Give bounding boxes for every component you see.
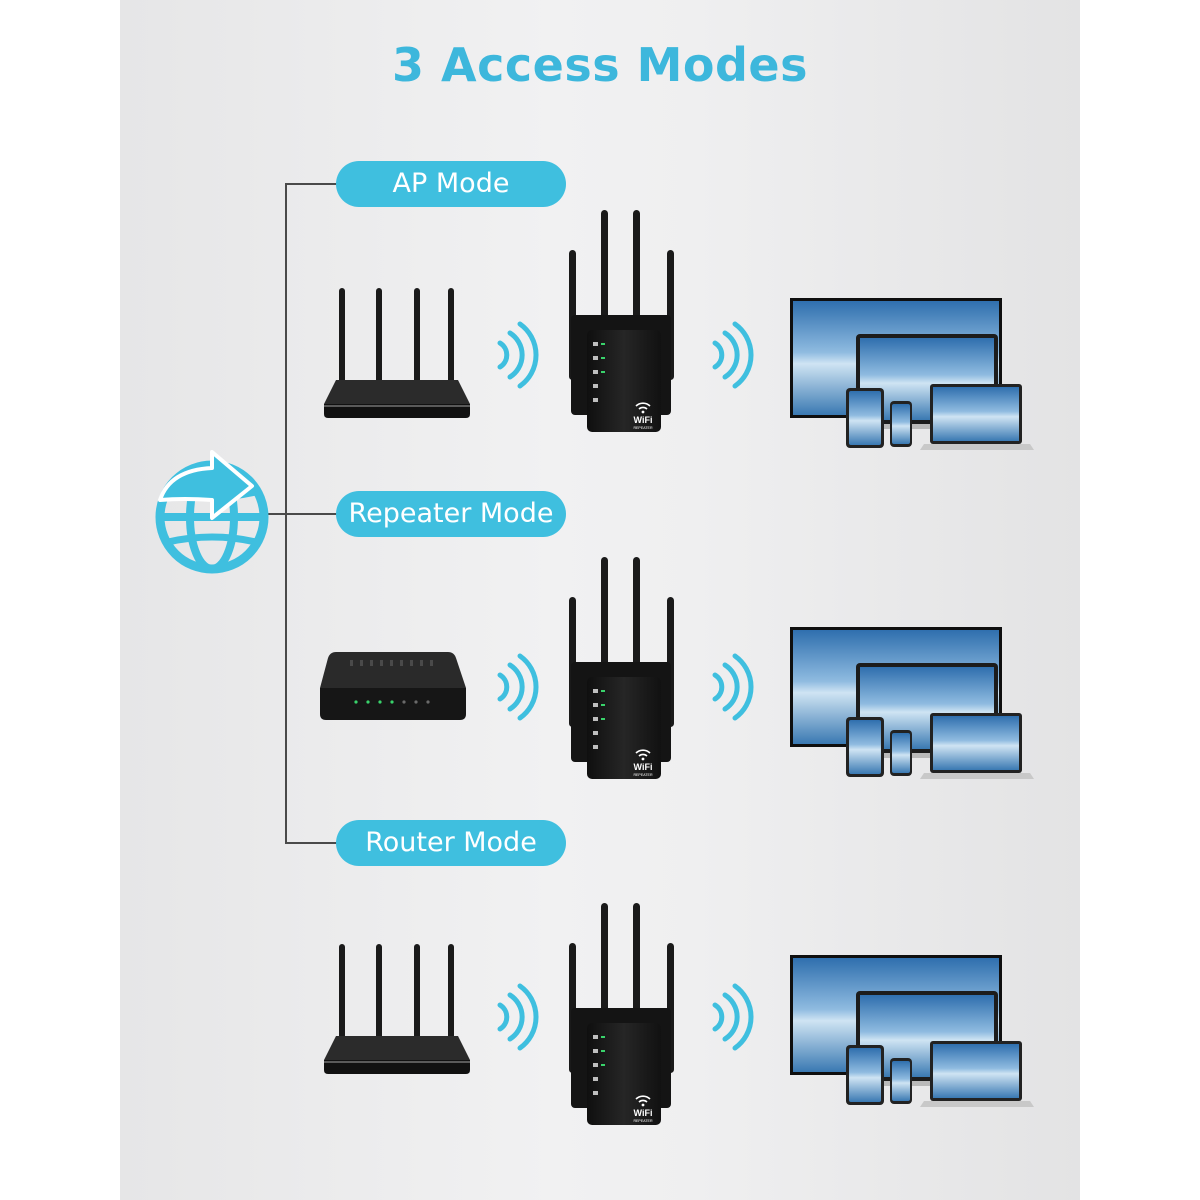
- wifi-signal-icon: [715, 656, 751, 718]
- router-icon: [324, 944, 470, 1074]
- modem-icon: [320, 652, 466, 720]
- router-icon: [324, 288, 470, 418]
- tree-branch-router: [285, 842, 340, 844]
- wifi-signal-icon: [715, 986, 751, 1048]
- client-devices-icon: [790, 627, 1034, 779]
- mode-label-router: Router Mode: [336, 820, 566, 866]
- client-devices-icon: [790, 298, 1034, 450]
- tree-branch-ap: [285, 183, 340, 185]
- wifi-signal-icon: [500, 324, 536, 386]
- mode-label-repeater: Repeater Mode: [336, 491, 566, 537]
- wifi-repeater-icon: [568, 209, 675, 433]
- wifi-signal-icon: [715, 324, 751, 386]
- mode-label-text: AP Mode: [392, 168, 510, 199]
- page-title: 3 Access Modes: [391, 38, 808, 92]
- wifi-signal-icon: [500, 656, 536, 718]
- mode-label-ap: AP Mode: [336, 161, 566, 207]
- mode-label-text: Router Mode: [365, 827, 537, 858]
- mode-label-text: Repeater Mode: [348, 498, 554, 529]
- wifi-repeater-icon: [568, 556, 675, 780]
- wifi-signal-icon: [500, 986, 536, 1048]
- client-devices-icon: [790, 955, 1034, 1107]
- tree-branch-globe: [262, 513, 340, 515]
- wifi-repeater-icon: [568, 902, 675, 1126]
- internet-globe-icon: [155, 450, 269, 574]
